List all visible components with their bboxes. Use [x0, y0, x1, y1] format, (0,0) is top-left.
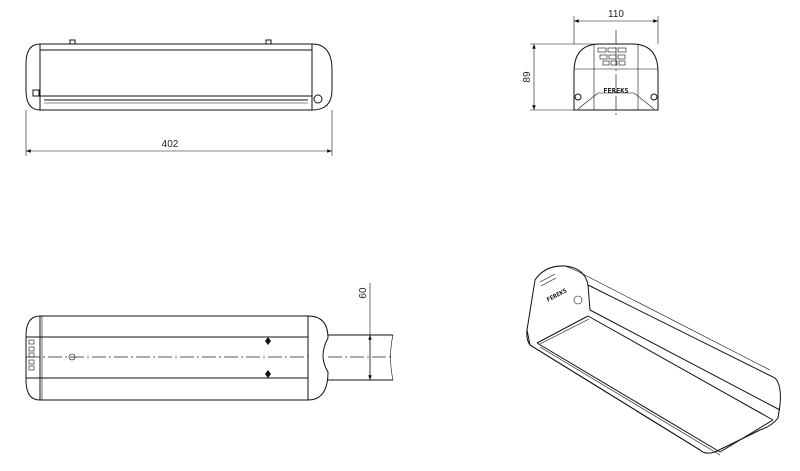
svg-text:FEREKS: FEREKS — [546, 287, 569, 304]
height-dimension: 89 — [522, 43, 600, 111]
mount-point-icon — [265, 337, 271, 345]
length-label: 402 — [162, 139, 179, 150]
length-dimension: 402 — [25, 110, 333, 156]
mount-spacing-dimension: 60 — [358, 283, 372, 380]
front-view — [25, 39, 333, 111]
height-label: 89 — [522, 71, 533, 83]
end-view: FEREKS — [573, 30, 659, 118]
mount-spacing-label: 60 — [358, 287, 369, 299]
bottom-view — [25, 315, 394, 401]
width-dimension: 110 — [573, 9, 659, 44]
isometric-view: FEREKS — [526, 265, 781, 456]
mount-point-icon — [265, 370, 271, 378]
width-label: 110 — [608, 9, 624, 20]
